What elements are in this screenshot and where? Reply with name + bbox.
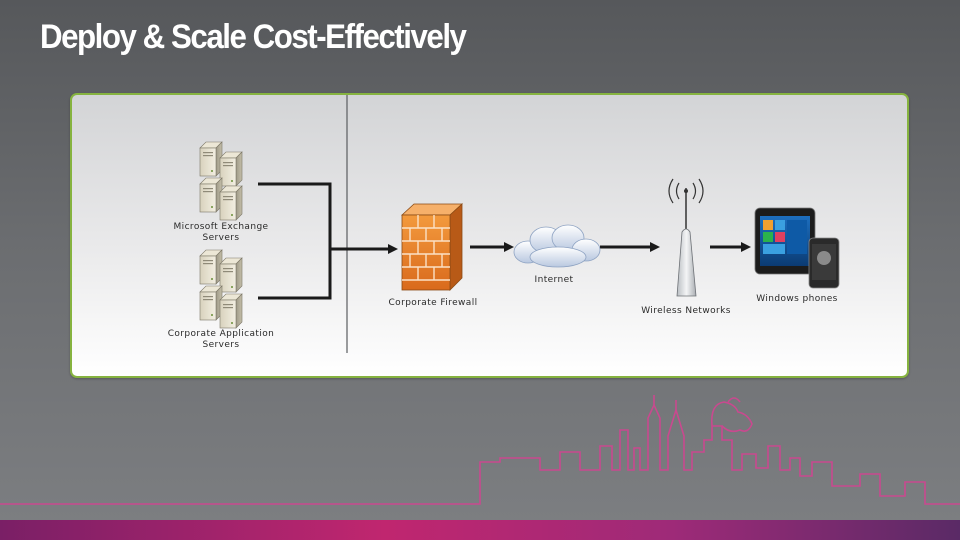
firewall-icon [400,203,464,291]
application-servers-label: Corporate Application Servers [167,329,275,350]
firewall-label: Corporate Firewall [388,298,478,308]
connector-lines [258,182,743,300]
exchange-server-cluster-icon [199,141,243,221]
exchange-servers-label: Microsoft Exchange Servers [173,222,269,243]
city-skyline-decoration [0,395,960,505]
antenna-tower-icon [668,178,704,297]
windows-phones-label: Windows phones [756,294,838,304]
internet-label: Internet [534,275,574,285]
bottom-accent-bar [0,520,960,540]
application-server-cluster-icon [199,249,243,329]
connector-arrows [388,242,751,254]
cloud-icon [513,224,601,268]
slide-title: Deploy & Scale Cost-Effectively [40,18,467,56]
wireless-networks-label: Wireless Networks [641,306,731,316]
windows-phone-icon [754,207,840,289]
